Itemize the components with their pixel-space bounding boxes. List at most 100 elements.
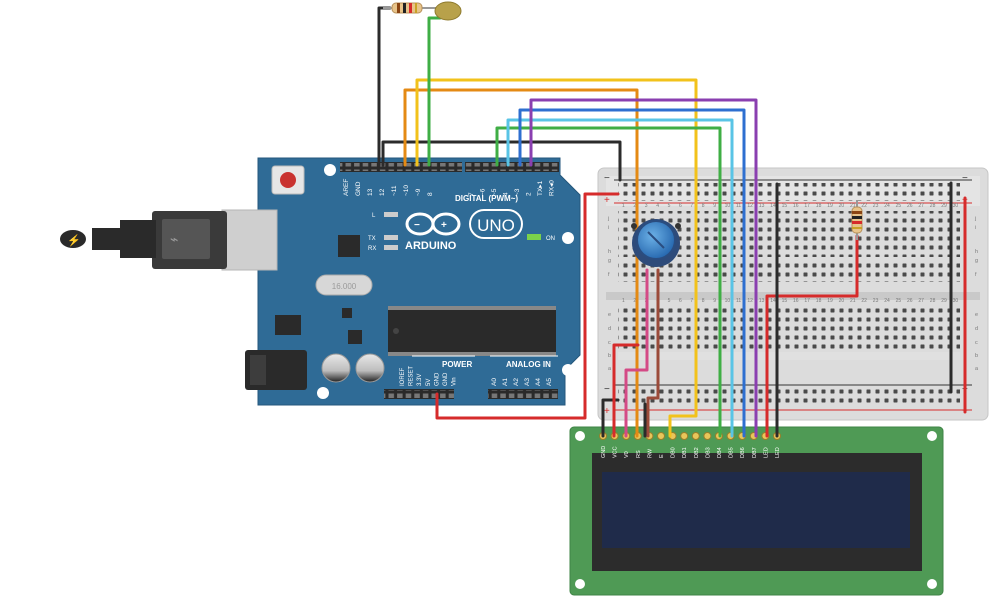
wire-pink-v0[interactable] [624,268,649,438]
atmega-microcontroller [388,306,556,356]
arduino-logo: − + ARDUINO [405,212,461,252]
column-number: 1 [622,298,625,304]
digital-pin-label: ~10 [403,185,410,196]
lcd-pin-label: DB7 [752,447,758,458]
small-chip [348,330,362,344]
digital-pin-label: AREF [343,179,350,196]
column-number: 14 [770,298,776,304]
wire-yellow-enable[interactable] [415,78,698,438]
column-number: 22 [861,203,867,209]
column-number: 16 [793,298,799,304]
lcd-mounting-hole [927,431,937,441]
row-letter: h [975,249,978,255]
reset-button[interactable] [271,165,305,195]
column-number: 19 [827,298,833,304]
lcd-mounting-hole [575,431,585,441]
lcd-pin[interactable] [703,432,712,440]
lcd-pin-label: DB1 [682,447,688,458]
wire-green-db4[interactable] [495,126,722,438]
led-rx-label: RX [368,246,376,252]
lcd-pin[interactable] [680,432,689,440]
wire-purple-db7[interactable] [529,98,758,438]
column-number: 28 [930,203,936,209]
wire-red-5v[interactable] [435,192,620,420]
svg-text:+: + [441,220,447,231]
column-number: 18 [816,203,822,209]
led-on-label: ON [546,236,555,242]
row-letter: e [975,312,978,318]
analog-pin-header[interactable] [488,389,558,399]
row-letter: c [608,340,611,346]
column-number: 6 [679,298,682,304]
usb-power-bolt-icon: ⚡ [67,234,81,247]
usb-icon: ⌁ [170,231,178,247]
wire-orange-rs[interactable] [403,88,639,438]
wire-green-led[interactable] [427,16,442,167]
rail-minus-label: − [962,173,968,184]
wire-black-gnd-rail[interactable] [381,140,622,182]
lcd-pin-label: RS [636,450,642,458]
crystal-oscillator: 16.000 [315,274,373,296]
column-number: 20 [839,298,845,304]
row-letter: j [974,216,976,222]
row-letter: h [608,249,611,255]
digital-pin-header[interactable] [340,162,559,172]
digital-pin-label: ~9 [415,188,422,196]
resistor-backlight[interactable] [851,200,863,240]
lcd-pin-label: LED [763,447,769,458]
column-number: 17 [804,298,810,304]
column-number: 19 [827,203,833,209]
uno-badge: UNO [469,209,523,239]
row-letter: c [975,340,978,346]
wire-blue-db6[interactable] [518,108,746,438]
power-pin-label: RESET [409,366,415,386]
column-number: 18 [816,298,822,304]
power-pin-label: GND [434,372,440,386]
wire-red-backlight[interactable] [765,234,859,438]
led[interactable] [428,1,462,21]
column-number: 15 [782,298,788,304]
voltage-regulator [275,315,301,335]
column-number: 27 [918,203,924,209]
lcd-pin-label: VCC [613,446,619,458]
column-number: 24 [884,203,890,209]
led-tx [384,235,398,240]
column-number: 21 [850,203,856,209]
arduino-uno-board[interactable]: ⌁ ⚡ 16.000 [60,157,581,406]
lcd-pin-label: DB5 [729,447,735,458]
digital-pin-label: 13 [367,188,374,196]
column-number: 26 [907,298,913,304]
column-number: 27 [918,298,924,304]
column-number: 5 [668,203,671,209]
wire-brown-rw[interactable] [646,268,660,438]
column-number: 6 [679,203,682,209]
mounting-hole [317,387,329,399]
rail-plus-label: + [604,406,610,417]
column-number: 2 [633,203,636,209]
wire-lightblue-db5[interactable] [506,118,734,438]
power-pin-header[interactable] [384,389,454,399]
column-number: 13 [759,298,765,304]
lcd-pin-label: DB6 [740,447,746,458]
analog-pin-label: A5 [546,378,553,386]
column-number: 10 [725,203,731,209]
wire-red-lcd-vcc[interactable] [612,343,640,438]
column-number: 25 [896,203,902,209]
lcd-pin-label: DB4 [717,447,723,458]
lcd-pin[interactable] [657,432,665,440]
potentiometer[interactable] [631,219,681,267]
dc-power-jack [245,350,307,390]
power-pin-label: 3.3V [417,374,423,386]
lcd-pin[interactable] [691,432,700,440]
digital-pin-label: RX◂0 [549,180,556,196]
rail-minus-label: − [604,384,610,395]
digital-pin-label: 12 [379,188,386,196]
resistor-led[interactable] [383,2,428,14]
digital-pin-label: 8 [427,192,434,196]
column-number: 15 [782,203,788,209]
